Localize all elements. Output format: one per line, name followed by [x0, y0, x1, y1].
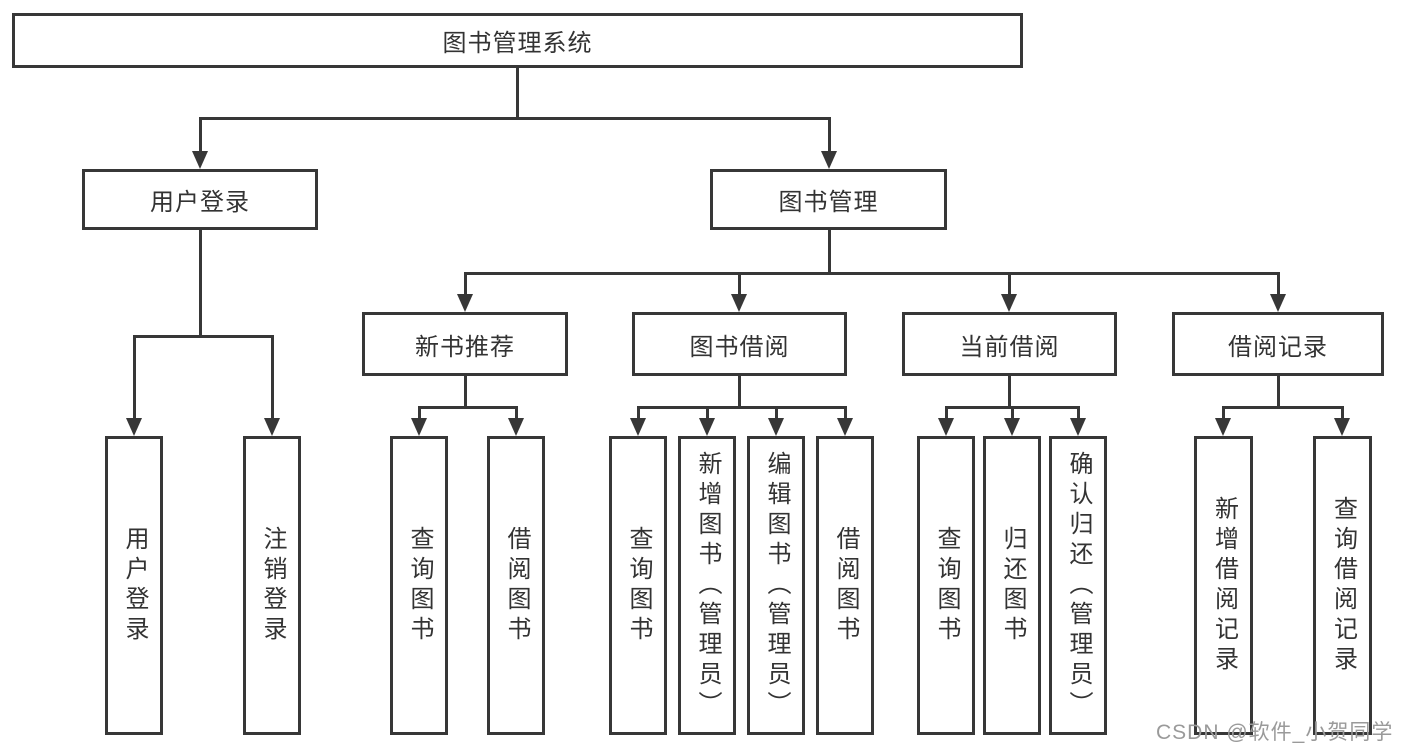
- arrow-down-icon: [630, 418, 646, 436]
- connector-line: [1222, 406, 1225, 420]
- connector-line: [199, 117, 831, 120]
- connector-line: [828, 117, 831, 153]
- arrow-down-icon: [699, 418, 715, 436]
- arrow-down-icon: [457, 294, 473, 312]
- connector-line: [1277, 376, 1280, 406]
- connector-line: [464, 272, 467, 294]
- connector-line: [515, 406, 518, 420]
- arrow-down-icon: [1004, 418, 1020, 436]
- leaf-borrow-books-borrow: 借阅图书: [816, 436, 874, 735]
- connector-line: [775, 406, 778, 420]
- connector-line: [418, 406, 517, 409]
- leaf-confirm-return-admin: 确认归还（管理员）: [1049, 436, 1107, 735]
- node-user-login: 用户登录: [82, 169, 318, 230]
- connector-line: [828, 230, 831, 272]
- connector-line: [637, 406, 846, 409]
- node-book-management: 图书管理: [710, 169, 947, 230]
- leaf-query-books-borrow: 查询图书: [609, 436, 667, 735]
- arrow-down-icon: [837, 418, 853, 436]
- leaf-query-borrow-record: 查询借阅记录: [1313, 436, 1372, 735]
- connector-line: [1222, 406, 1343, 409]
- leaf-query-books-current: 查询图书: [917, 436, 975, 735]
- connector-line: [133, 335, 136, 419]
- arrow-down-icon: [508, 418, 524, 436]
- connector-line: [1008, 376, 1011, 406]
- arrow-down-icon: [264, 418, 280, 436]
- connector-line: [844, 406, 847, 420]
- connector-line: [1011, 406, 1014, 420]
- arrow-down-icon: [1270, 294, 1286, 312]
- connector-line: [199, 230, 202, 335]
- arrow-down-icon: [821, 151, 837, 169]
- leaf-borrow-books-newbooks: 借阅图书: [487, 436, 545, 735]
- leaf-query-books-newbooks: 查询图书: [390, 436, 448, 735]
- connector-line: [945, 406, 948, 420]
- arrow-down-icon: [1215, 418, 1231, 436]
- arrow-down-icon: [731, 294, 747, 312]
- connector-line: [464, 376, 467, 406]
- connector-line: [738, 376, 741, 406]
- arrow-down-icon: [192, 151, 208, 169]
- leaf-logout-login: 注销登录: [243, 436, 301, 735]
- connector-line: [738, 272, 741, 294]
- connector-line: [706, 406, 709, 420]
- connector-line: [418, 406, 421, 420]
- leaf-add-borrow-record: 新增借阅记录: [1194, 436, 1253, 735]
- leaf-return-books: 归还图书: [983, 436, 1041, 735]
- arrow-down-icon: [1001, 294, 1017, 312]
- arrow-down-icon: [411, 418, 427, 436]
- connector-line: [464, 272, 1280, 275]
- node-library-system: 图书管理系统: [12, 13, 1023, 68]
- watermark: CSDN @软件_小贺同学: [1156, 721, 1394, 744]
- node-book-borrowing: 图书借阅: [632, 312, 847, 376]
- arrow-down-icon: [1070, 418, 1086, 436]
- connector-line: [1341, 406, 1344, 420]
- node-borrow-records: 借阅记录: [1172, 312, 1384, 376]
- connector-line: [637, 406, 640, 420]
- node-current-borrowing: 当前借阅: [902, 312, 1117, 376]
- connector-line: [1077, 406, 1080, 420]
- node-new-book-recommend: 新书推荐: [362, 312, 568, 376]
- arrow-down-icon: [938, 418, 954, 436]
- connector-line: [516, 68, 519, 117]
- connector-line: [1277, 272, 1280, 294]
- arrow-down-icon: [126, 418, 142, 436]
- leaf-add-books-admin: 新增图书（管理员）: [678, 436, 736, 735]
- leaf-user-login: 用户登录: [105, 436, 163, 735]
- connector-line: [199, 117, 202, 153]
- arrow-down-icon: [768, 418, 784, 436]
- connector-line: [133, 335, 274, 338]
- leaf-edit-books-admin: 编辑图书（管理员）: [747, 436, 805, 735]
- connector-line: [1008, 272, 1011, 294]
- arrow-down-icon: [1334, 418, 1350, 436]
- connector-line: [271, 335, 274, 419]
